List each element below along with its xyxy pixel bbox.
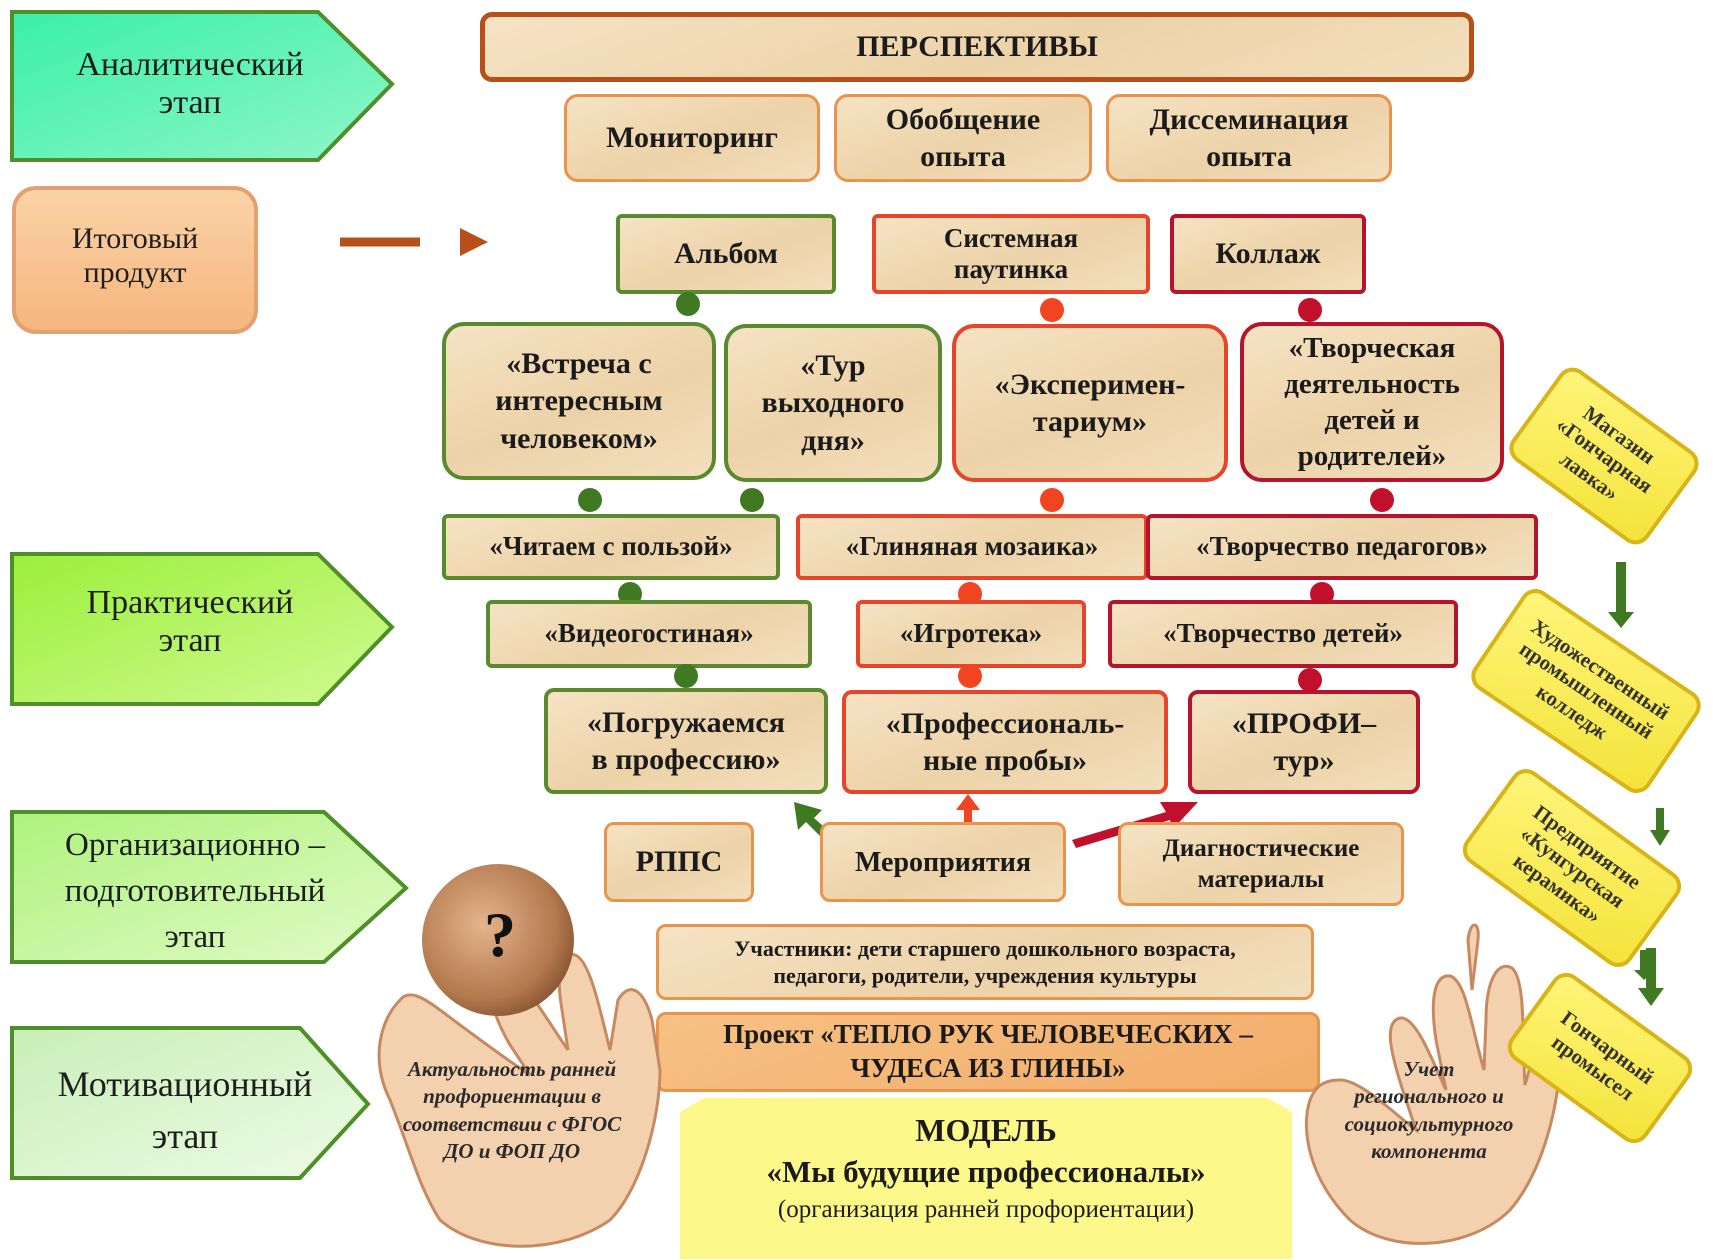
generalization-box: Обобщение опыта [834, 94, 1092, 182]
practical-stage: Практический этап [0, 584, 380, 674]
organizational-stage: Организационно – подготовительный этап [0, 818, 390, 968]
video-box: «Видеогостиная» [486, 600, 812, 668]
creative-activity-box: «Творческая деятельность детей и родител… [1240, 322, 1504, 482]
rpps-box: РППС [604, 822, 754, 902]
tour-box: «Тур выходного дня» [724, 324, 942, 482]
events-box: Мероприятия [820, 822, 1066, 902]
organizational-stage-arrow [10, 810, 409, 964]
stage-arrows-layer [10, 10, 420, 1180]
connector-dot [674, 664, 698, 688]
model-subtitle: (организация ранней профориентации) [777, 1196, 1195, 1223]
reading-box: «Читаем с пользой» [442, 514, 780, 580]
right-hand-text: Учет регионального и социокультурного ко… [1344, 1057, 1514, 1163]
connector-dot [1298, 298, 1322, 322]
connector-dot [958, 664, 982, 688]
final-product-stage: Итоговый продукт [0, 218, 270, 318]
perspectives-title: ПЕРСПЕКТИВЫ [480, 12, 1474, 82]
final-product-label: Итоговый продукт [71, 222, 199, 289]
system-web-box: Системная паутинка [872, 214, 1150, 294]
experiment-box: «Эксперимен- тариум» [952, 324, 1228, 482]
connector-dot [740, 488, 764, 512]
down-arrow-craft [1638, 948, 1664, 1006]
games-box: «Игротека» [856, 600, 1086, 668]
teachers-creativity-box: «Творчество педагогов» [1146, 514, 1538, 580]
final-product-arrow-head [460, 228, 488, 256]
children-creativity-box: «Творчество детей» [1108, 600, 1458, 668]
connector-dot [1040, 488, 1064, 512]
partner-arrows [1608, 562, 1670, 980]
clay-ball-icon [422, 864, 574, 1016]
model-box [680, 1098, 1292, 1259]
motivational-stage: Мотивационный этап [0, 1052, 370, 1162]
connector-dot [1298, 668, 1322, 692]
connector-dot [1370, 488, 1394, 512]
album-box: Альбом [616, 214, 836, 294]
organizational-stage-label: Организационно – подготовительный этап [64, 827, 326, 956]
down-arrow-icon [1608, 562, 1634, 628]
final-product-box [12, 186, 258, 334]
analytical-stage: Аналитический этап [0, 40, 380, 130]
profi-tour-box: «ПРОФИ– тур» [1188, 690, 1420, 794]
model-name: «Мы будущие профессионалы» [766, 1154, 1206, 1189]
professional-trials-box: «Профессиональ- ные пробы» [842, 690, 1168, 794]
model-title: МОДЕЛЬ [915, 1112, 1057, 1148]
motivational-stage-label: Мотивационный этап [57, 1064, 313, 1157]
left-hand-text: Актуальность ранней профориентации в соо… [402, 1057, 622, 1163]
connector-dot [676, 292, 700, 316]
collage-box: Коллаж [1170, 214, 1366, 294]
left-hand-icon [377, 864, 662, 1248]
connector-dot [578, 488, 602, 512]
practical-stage-arrow [10, 552, 395, 706]
dissemination-box: Диссеминация опыта [1106, 94, 1392, 182]
project-box: Проект «ТЕПЛО РУК ЧЕЛОВЕЧЕСКИХ – ЧУДЕСА … [656, 1012, 1320, 1092]
motivational-stage-arrow [10, 1026, 371, 1180]
down-arrow-icon [1650, 808, 1670, 846]
participants-box: Участники: дети старшего дошкольного воз… [656, 924, 1314, 1000]
mosaic-box: «Глиняная мозаика» [796, 514, 1148, 580]
partner-college: Художественный промышленный колледж [1465, 582, 1707, 800]
analytical-stage-label: Аналитический этап [76, 46, 304, 121]
immersion-box: «Погружаемся в профессию» [544, 688, 828, 794]
diagnostics-box: Диагностические материалы [1118, 822, 1404, 906]
practical-stage-label: Практический этап [86, 584, 294, 659]
connector-dot [1040, 298, 1064, 322]
arrow-to-trials [956, 794, 980, 822]
analytical-stage-arrow [10, 10, 395, 162]
question-mark: ? [484, 899, 516, 970]
meeting-box: «Встреча с интересным человеком» [442, 322, 716, 480]
right-hand-icon [1304, 923, 1563, 1245]
monitoring-box: Мониторинг [564, 94, 820, 182]
